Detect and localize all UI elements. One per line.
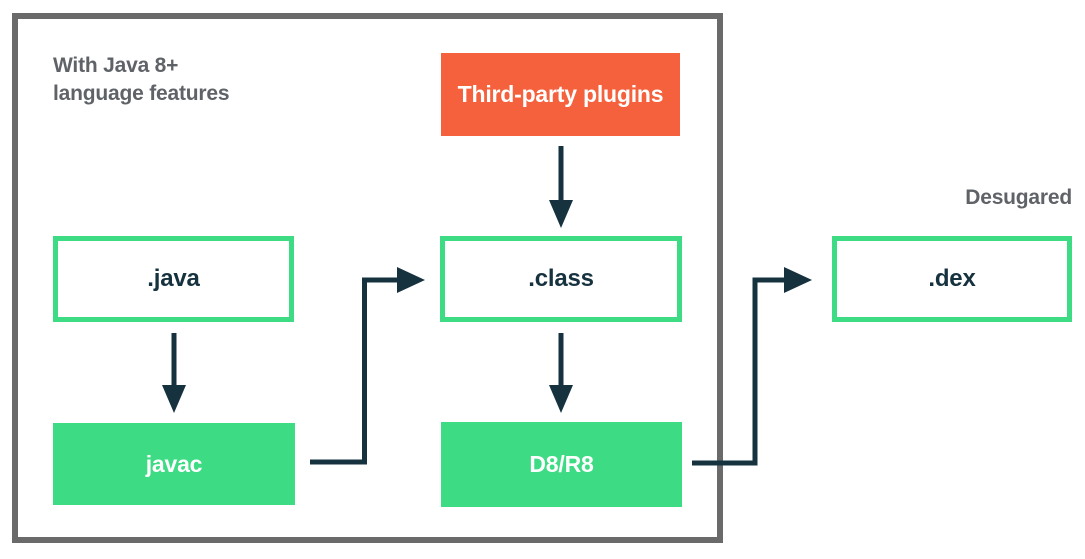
java8-caption-line2: language features (53, 82, 230, 105)
node-third-party-plugins-label: Third-party plugins (457, 81, 664, 107)
node-d8r8-tool-label: D8/R8 (529, 451, 594, 477)
node-javac-tool-label: javac (145, 450, 203, 477)
java8-caption: With Java 8+ language features (53, 52, 230, 108)
node-javac-tool: javac (53, 423, 295, 505)
node-class-file: .class (440, 236, 682, 322)
desugared-label: Desugared (965, 186, 1072, 209)
node-dex-file-label: .dex (928, 265, 976, 292)
node-java-file-label: .java (147, 265, 200, 292)
node-java-file: .java (53, 236, 294, 322)
node-class-file-label: .class (528, 265, 594, 292)
node-d8r8-tool: D8/R8 (441, 422, 682, 507)
node-dex-file: .dex (832, 236, 1072, 322)
node-third-party-plugins: Third-party plugins (441, 53, 680, 136)
java8-caption-line1: With Java 8+ (53, 54, 179, 77)
